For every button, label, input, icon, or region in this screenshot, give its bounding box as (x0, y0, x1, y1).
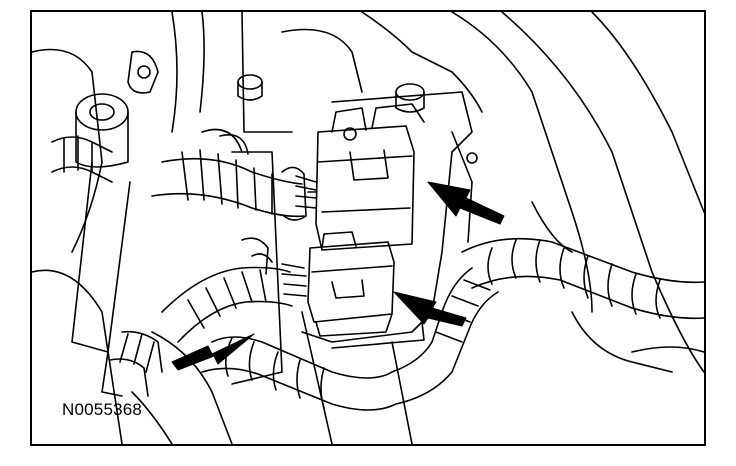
callout-arrows (171, 181, 505, 371)
wiring-connector-illustration (32, 12, 704, 444)
right-harness (461, 201, 704, 373)
bolt-small (343, 127, 478, 164)
lower-harness (161, 237, 307, 343)
left-bracket (71, 50, 159, 397)
bolt-left (237, 74, 263, 101)
figure-id-label: N0055368 (62, 400, 143, 419)
arrow-lower-left (171, 333, 255, 371)
upper-harness (151, 128, 317, 221)
lower-connector (307, 231, 395, 337)
bolts (237, 74, 478, 164)
connector-bracket (301, 91, 473, 349)
left-harness (51, 135, 163, 397)
arrow-middle-right (393, 291, 467, 327)
upper-connector (307, 103, 425, 251)
background-outlines (32, 12, 704, 444)
figure-frame: N0055368 (30, 10, 706, 446)
bolt-right (395, 83, 425, 113)
arrow-upper-right (427, 181, 505, 225)
